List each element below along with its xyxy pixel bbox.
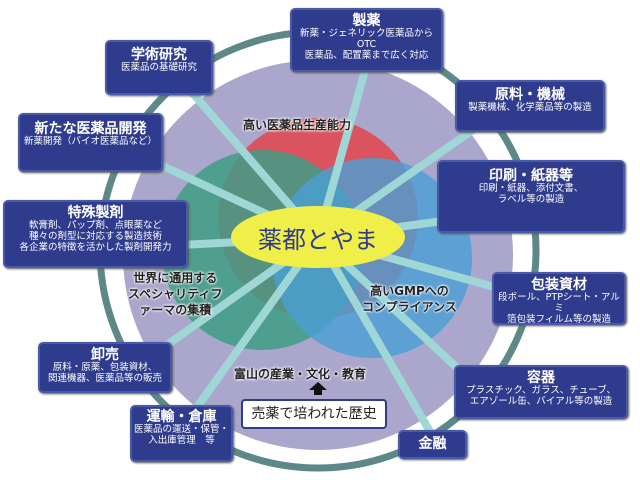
history-box: 売薬で培われた歴史 [241, 399, 387, 429]
box-development: 新たな医薬品開発新薬開発（バイオ医薬品など） [18, 113, 163, 172]
box-containers: 容器プラスチック、ガラス、チューブ、 エアゾール缶、バイアル等の製造 [454, 365, 628, 419]
box-printing: 印刷・紙器等印刷・紙器、添付文書、 ラベル等の製造 [437, 160, 625, 233]
box-packaging: 包装資材段ボール、PTPシート・アルミ 箔包装フィルム等の製造 [492, 272, 626, 325]
box-special-formulation: 特殊製剤軟膏剤、パップ剤、点眼薬など 種々の剤型に対応する製造技術 各企業の特徴… [3, 200, 188, 268]
box-title: 卸売 [91, 347, 119, 363]
box-desc: 新薬・ジェネリック医薬品からOTC 医薬品、配置薬まで広く対応 [299, 28, 433, 61]
box-logistics: 運輸・倉庫医薬品の運送・保管・ 入出庫管理 等 [130, 405, 233, 462]
box-title: 学術研究 [131, 47, 187, 63]
box-title: 新たな医薬品開発 [34, 121, 147, 137]
box-desc: 印刷・紙器、添付文書、 ラベル等の製造 [478, 183, 584, 206]
box-desc: 医薬品の基礎研究 [120, 62, 197, 74]
box-title: 原料・機械 [495, 87, 565, 103]
label-production: 高い医薬品生産能力 [243, 118, 352, 132]
box-research: 学術研究医薬品の基礎研究 [105, 40, 213, 95]
box-desc: 軟膏剤、パップ剤、点眼薬など 種々の剤型に対応する製造技術 各企業の特徴を活かし… [19, 220, 172, 253]
box-title: 包装資材 [531, 277, 587, 293]
box-finance: 金融 [398, 430, 467, 459]
box-wholesale: 卸売原料・原薬、包装資材、 関連機器、医薬品等の販売 [38, 342, 172, 393]
label-gmp: 高いGMPへの コンプライアンス [362, 284, 457, 315]
box-desc: 製薬機械、化学薬品等の製造 [468, 102, 592, 114]
box-title: 容器 [527, 370, 555, 386]
box-materials: 原料・機械製薬機械、化学薬品等の製造 [455, 80, 605, 132]
box-pharma: 製薬新薬・ジェネリック医薬品からOTC 医薬品、配置薬まで広く対応 [290, 8, 443, 72]
box-title: 印刷・紙器等 [489, 168, 573, 184]
label-culture: 富山の産業・文化・教育 [234, 367, 367, 381]
up-arrow-icon [309, 382, 327, 390]
box-desc: 医薬品の運送・保管・ 入出庫管理 等 [133, 424, 229, 447]
box-desc: プラスチック、ガラス、チューブ、 エアゾール缶、バイアル等の製造 [466, 385, 616, 408]
center-ellipse [231, 206, 405, 268]
box-title: 製薬 [352, 13, 381, 29]
center-title: 薬都とやま [258, 226, 378, 254]
box-desc: 段ボール、PTPシート・アルミ 箔包装フィルム等の製造 [498, 292, 620, 325]
box-title: 運輸・倉庫 [146, 409, 217, 425]
box-title: 特殊製剤 [67, 205, 124, 221]
box-desc: 新薬開発（バイオ医薬品など） [23, 136, 157, 148]
up-arrow-stem [314, 390, 322, 395]
box-title: 金融 [418, 436, 447, 452]
label-specialty: 世界に通用する スペシャリティフ ァーマの集積 [128, 271, 223, 318]
box-desc: 原料・原薬、包装資材、 関連機器、医薬品等の販売 [47, 362, 162, 385]
